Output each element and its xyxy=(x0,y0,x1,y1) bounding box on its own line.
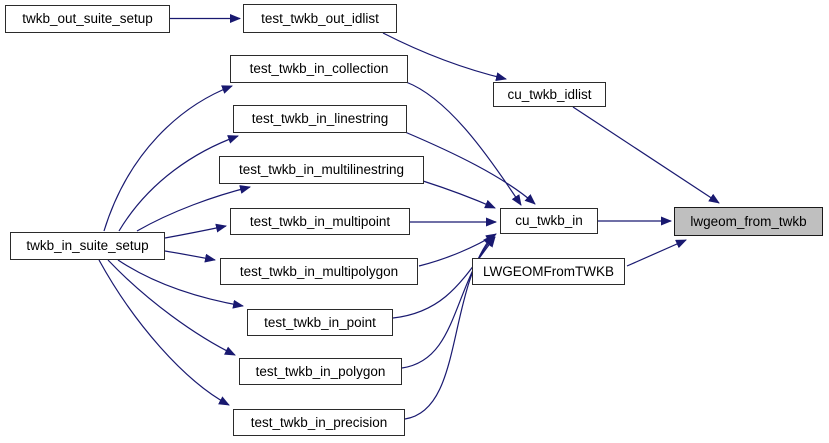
node-test_twkb_in_polygon[interactable]: test_twkb_in_polygon xyxy=(239,358,402,385)
edge-twkb_in_suite_setup-to-test_twkb_in_point xyxy=(117,259,244,309)
node-label: test_twkb_in_point xyxy=(264,314,376,330)
node-test_twkb_in_multipoint[interactable]: test_twkb_in_multipoint xyxy=(230,208,410,235)
node-test_twkb_in_multilinestring[interactable]: test_twkb_in_multilinestring xyxy=(219,156,424,184)
node-test_twkb_in_point[interactable]: test_twkb_in_point xyxy=(247,309,393,336)
node-cu_twkb_idlist[interactable]: cu_twkb_idlist xyxy=(493,82,606,107)
edge-test_twkb_in_polygon-to-cu_twkb_in xyxy=(401,235,495,369)
node-label: lwgeom_from_twkb xyxy=(690,213,807,229)
node-label: test_twkb_in_linestring xyxy=(251,111,389,127)
node-test_twkb_in_precision[interactable]: test_twkb_in_precision xyxy=(233,409,405,436)
edge-twkb_in_suite_setup-to-test_twkb_in_multipoint xyxy=(164,223,227,239)
node-label: cu_twkb_in xyxy=(515,213,583,229)
edge-test_twkb_out_idlist-to-cu_twkb_idlist xyxy=(382,32,507,82)
node-label: test_twkb_in_multipoint xyxy=(249,213,391,229)
node-test_twkb_out_idlist[interactable]: test_twkb_out_idlist xyxy=(243,4,397,33)
node-cu_twkb_in[interactable]: cu_twkb_in xyxy=(500,208,598,234)
edge-LWGEOMFromTWKB-to-lwgeom_from_twkb xyxy=(626,239,687,267)
node-twkb_in_suite_setup[interactable]: twkb_in_suite_setup xyxy=(10,232,165,260)
node-label: test_twkb_in_multilinestring xyxy=(238,162,405,178)
edge-twkb_in_suite_setup-to-test_twkb_in_collection xyxy=(103,85,233,232)
node-LWGEOMFromTWKB[interactable]: LWGEOMFromTWKB xyxy=(472,258,625,285)
node-test_twkb_in_collection[interactable]: test_twkb_in_collection xyxy=(230,55,408,83)
node-label: test_twkb_in_polygon xyxy=(255,363,386,379)
edge-twkb_in_suite_setup-to-test_twkb_in_linestring xyxy=(118,135,239,232)
edge-twkb_in_suite_setup-to-test_twkb_in_polygon xyxy=(107,259,236,356)
edge-twkb_in_suite_setup-to-test_twkb_in_multipolygon xyxy=(164,250,216,263)
edge-twkb_in_suite_setup-to-test_twkb_in_precision xyxy=(98,259,230,406)
node-label: twkb_in_suite_setup xyxy=(26,238,149,254)
node-label: cu_twkb_idlist xyxy=(507,86,592,102)
node-twkb_out_suite_setup[interactable]: twkb_out_suite_setup xyxy=(5,5,170,33)
node-label: test_twkb_in_multipolygon xyxy=(239,263,399,279)
edge-test_twkb_in_multilinestring-to-cu_twkb_in xyxy=(422,180,496,209)
edge-cu_twkb_idlist-to-lwgeom_from_twkb xyxy=(572,106,720,204)
node-label: test_twkb_in_collection xyxy=(249,61,389,77)
node-lwgeom_from_twkb: lwgeom_from_twkb xyxy=(674,207,823,236)
node-test_twkb_in_linestring[interactable]: test_twkb_in_linestring xyxy=(233,105,407,133)
node-test_twkb_in_multipolygon[interactable]: test_twkb_in_multipolygon xyxy=(220,258,418,285)
node-label: test_twkb_out_idlist xyxy=(261,10,379,26)
edge-test_twkb_in_point-to-cu_twkb_in xyxy=(392,236,496,319)
edge-twkb_in_suite_setup-to-test_twkb_in_multilinestring xyxy=(136,185,251,232)
node-label: LWGEOMFromTWKB xyxy=(483,263,614,279)
node-label: test_twkb_in_precision xyxy=(250,414,388,430)
edge-test_twkb_in_linestring-to-cu_twkb_in xyxy=(404,131,536,205)
node-label: twkb_out_suite_setup xyxy=(22,11,153,27)
edge-test_twkb_in_collection-to-cu_twkb_in xyxy=(405,81,522,206)
